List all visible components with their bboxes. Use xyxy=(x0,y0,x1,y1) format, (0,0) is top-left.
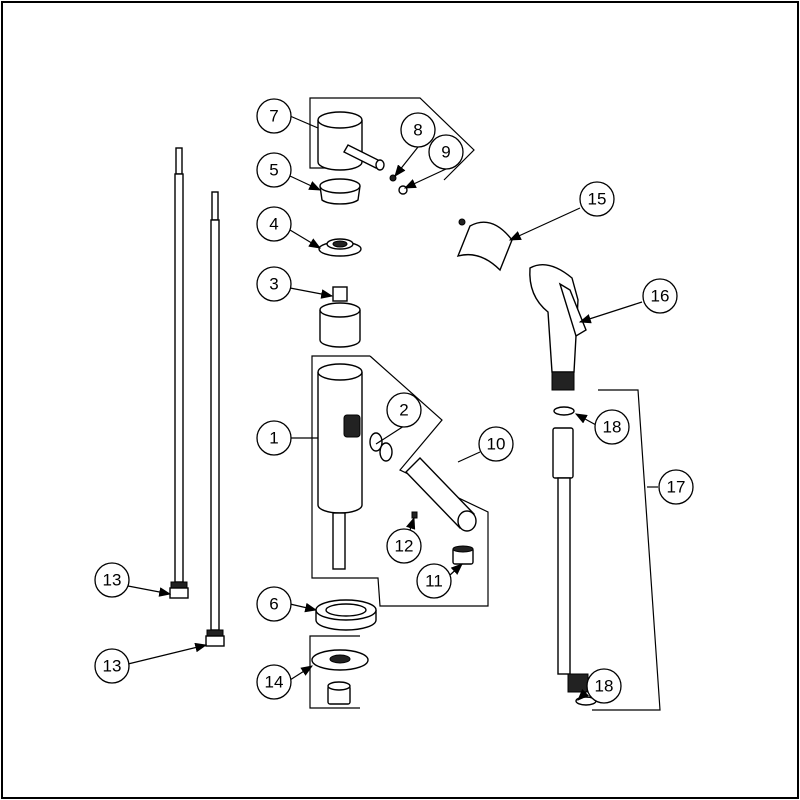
svg-text:18: 18 xyxy=(595,677,614,696)
group-brackets xyxy=(309,97,661,711)
svg-text:4: 4 xyxy=(269,215,278,234)
part-body xyxy=(317,363,363,570)
callout-7: 7 xyxy=(256,98,292,134)
callout-11: 11 xyxy=(416,563,452,599)
leader-lines xyxy=(127,115,658,701)
svg-text:6: 6 xyxy=(269,595,278,614)
callout-6: 6 xyxy=(256,586,292,622)
svg-text:16: 16 xyxy=(651,287,670,306)
svg-text:18: 18 xyxy=(603,418,622,437)
callout-13-bottom: 13 xyxy=(94,648,130,684)
svg-text:10: 10 xyxy=(487,435,506,454)
part-washer-top xyxy=(553,406,575,416)
part-screw xyxy=(411,511,418,519)
callout-15: 15 xyxy=(579,181,615,217)
callout-2: 2 xyxy=(386,392,422,428)
svg-text:8: 8 xyxy=(413,121,422,140)
part-cover-ring xyxy=(319,178,361,205)
part-spray-holder xyxy=(456,218,513,272)
part-handle xyxy=(317,111,385,171)
callout-18-bottom: 18 xyxy=(586,668,622,704)
svg-text:1: 1 xyxy=(269,429,278,448)
svg-text:7: 7 xyxy=(269,107,278,126)
callout-9: 9 xyxy=(428,134,464,170)
svg-text:12: 12 xyxy=(395,537,414,556)
callout-13-top: 13 xyxy=(94,562,130,598)
svg-text:15: 15 xyxy=(588,190,607,209)
callout-3: 3 xyxy=(256,266,292,302)
svg-text:13: 13 xyxy=(103,571,122,590)
callout-18-top: 18 xyxy=(594,409,630,445)
callout-14: 14 xyxy=(256,664,292,700)
part-aerator xyxy=(452,545,474,565)
part-cartridge xyxy=(319,286,361,348)
part-hose xyxy=(552,427,589,693)
callout-12: 12 xyxy=(386,528,422,564)
svg-text:3: 3 xyxy=(269,275,278,294)
part-flex-hose-2 xyxy=(205,191,225,647)
part-o-rings xyxy=(369,432,393,462)
callout-16: 16 xyxy=(642,278,678,314)
svg-text:9: 9 xyxy=(441,143,450,162)
part-mounting-kit xyxy=(311,649,369,705)
svg-text:5: 5 xyxy=(269,161,278,180)
callout-10: 10 xyxy=(478,426,514,462)
callout-8: 8 xyxy=(400,112,436,148)
part-base-ring xyxy=(315,599,377,631)
svg-text:2: 2 xyxy=(399,401,408,420)
part-flex-hose-1 xyxy=(169,147,189,599)
callout-5: 5 xyxy=(256,152,292,188)
callout-1: 1 xyxy=(256,420,292,456)
svg-text:11: 11 xyxy=(425,572,443,591)
part-spout xyxy=(405,457,477,532)
svg-text:13: 13 xyxy=(103,657,122,676)
svg-text:17: 17 xyxy=(667,478,686,497)
svg-text:14: 14 xyxy=(265,673,284,692)
part-retaining-nut xyxy=(318,238,362,257)
callout-17: 17 xyxy=(658,469,694,505)
callout-4: 4 xyxy=(256,206,292,242)
